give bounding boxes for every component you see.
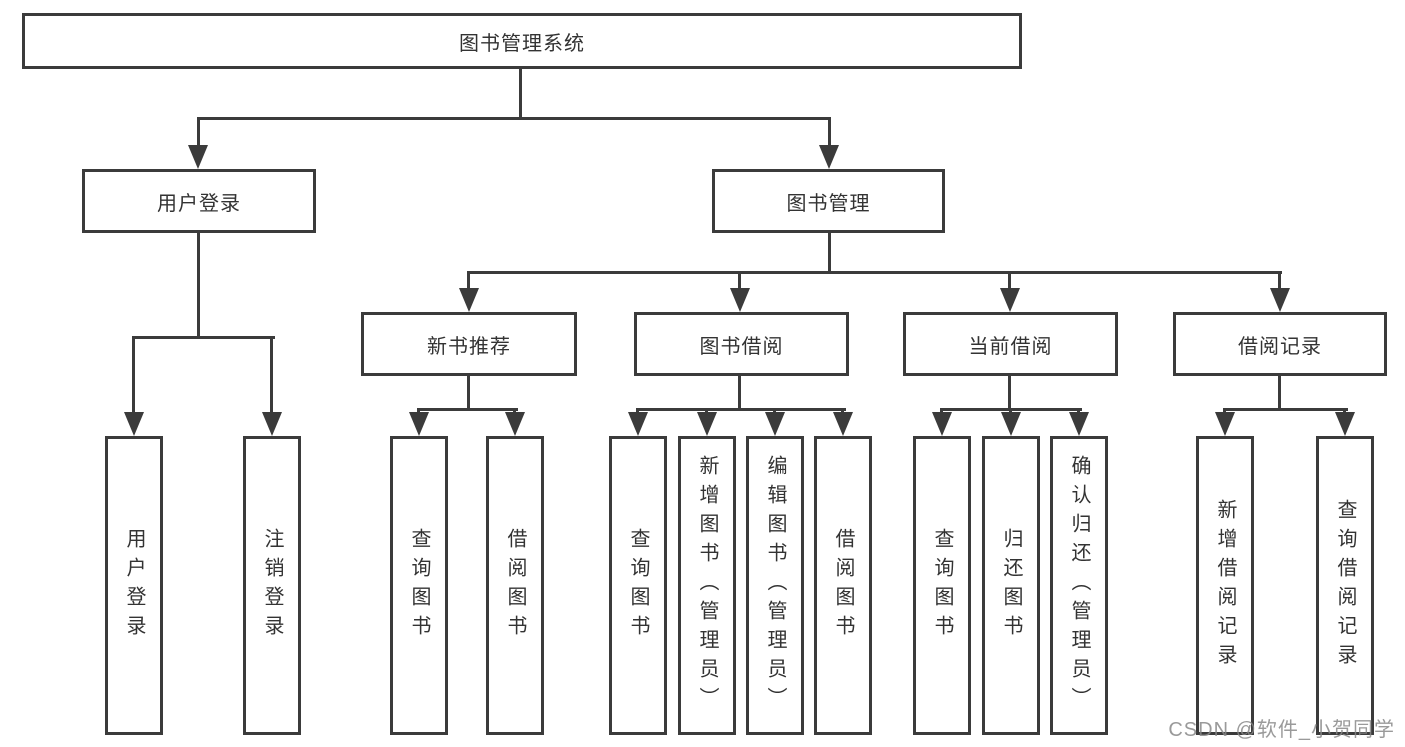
- arrowhead-down-icon: [1335, 412, 1355, 436]
- node-root-label: 图书管理系统: [459, 32, 585, 55]
- arrowhead-down-icon: [1000, 288, 1020, 312]
- leaf-newbook-borrow-label: 借阅图书: [504, 527, 526, 644]
- leaf-current-confirm-admin: 确认归还（管理员）: [1050, 436, 1108, 735]
- node-user-login-label: 用户登录: [157, 192, 241, 215]
- connector-vline: [738, 376, 741, 411]
- node-book-borrow: 图书借阅: [634, 312, 849, 376]
- connector-vline: [1278, 271, 1281, 291]
- connector-vline: [1008, 271, 1011, 291]
- leaf-record-query: 查询借阅记录: [1316, 436, 1374, 735]
- leaf-borrow-add-admin: 新增图书（管理员）: [678, 436, 736, 735]
- connector-hline: [418, 408, 518, 411]
- arrowhead-down-icon: [628, 412, 648, 436]
- leaf-newbook-borrow: 借阅图书: [486, 436, 544, 735]
- arrowhead-down-icon: [697, 412, 717, 436]
- arrowhead-down-icon: [765, 412, 785, 436]
- connector-vline: [519, 69, 522, 119]
- leaf-current-return-label: 归还图书: [1000, 527, 1022, 644]
- arrowhead-down-icon: [459, 288, 479, 312]
- leaf-borrow-add-admin-label: 新增图书（管理员）: [696, 455, 718, 716]
- leaf-borrow-borrow-label: 借阅图书: [832, 527, 854, 644]
- connector-vline: [828, 233, 831, 273]
- connector-hline: [132, 336, 275, 339]
- connector-vline: [1008, 376, 1011, 411]
- connector-vline: [270, 336, 273, 414]
- leaf-current-confirm-admin-label: 确认归还（管理员）: [1068, 455, 1090, 716]
- leaf-current-return: 归还图书: [982, 436, 1040, 735]
- connector-hline: [468, 271, 1282, 274]
- leaf-borrow-edit-admin-label: 编辑图书（管理员）: [764, 455, 786, 716]
- node-new-book-recommend-label: 新书推荐: [427, 335, 511, 358]
- leaf-newbook-query-label: 查询图书: [408, 527, 430, 644]
- arrowhead-down-icon: [730, 288, 750, 312]
- arrowhead-down-icon: [505, 412, 525, 436]
- leaf-user-login-label: 用户登录: [123, 527, 145, 644]
- leaf-borrow-edit-admin: 编辑图书（管理员）: [746, 436, 804, 735]
- connector-hline: [637, 408, 846, 411]
- arrowhead-down-icon: [409, 412, 429, 436]
- arrowhead-down-icon: [819, 145, 839, 169]
- leaf-borrow-borrow: 借阅图书: [814, 436, 872, 735]
- arrowhead-down-icon: [932, 412, 952, 436]
- leaf-user-login: 用户登录: [105, 436, 163, 735]
- leaf-record-query-label: 查询借阅记录: [1334, 498, 1356, 673]
- node-book-management: 图书管理: [712, 169, 945, 233]
- connector-vline: [197, 117, 200, 147]
- connector-vline: [197, 233, 200, 338]
- connector-vline: [467, 376, 470, 411]
- arrowhead-down-icon: [1069, 412, 1089, 436]
- arrowhead-down-icon: [1001, 412, 1021, 436]
- node-book-management-label: 图书管理: [786, 192, 871, 215]
- arrowhead-down-icon: [188, 145, 208, 169]
- leaf-logout-label: 注销登录: [261, 527, 283, 644]
- connector-hline: [1224, 408, 1348, 411]
- node-root: 图书管理系统: [22, 13, 1022, 69]
- leaf-logout: 注销登录: [243, 436, 301, 735]
- connector-vline: [132, 336, 135, 414]
- connector-vline: [828, 117, 831, 147]
- arrowhead-down-icon: [833, 412, 853, 436]
- watermark: CSDN @软件_小贺同学: [1168, 719, 1395, 741]
- node-book-borrow-label: 图书借阅: [699, 335, 784, 358]
- node-borrow-record: 借阅记录: [1173, 312, 1387, 376]
- leaf-current-query: 查询图书: [913, 436, 971, 735]
- arrowhead-down-icon: [262, 412, 282, 436]
- leaf-newbook-query: 查询图书: [390, 436, 448, 735]
- node-new-book-recommend: 新书推荐: [361, 312, 577, 376]
- arrowhead-down-icon: [1215, 412, 1235, 436]
- connector-vline: [1278, 376, 1281, 411]
- node-current-borrow: 当前借阅: [903, 312, 1118, 376]
- node-current-borrow-label: 当前借阅: [968, 335, 1053, 358]
- leaf-borrow-query-label: 查询图书: [627, 527, 649, 644]
- leaf-record-add: 新增借阅记录: [1196, 436, 1254, 735]
- leaf-record-add-label: 新增借阅记录: [1214, 498, 1236, 673]
- arrowhead-down-icon: [1270, 288, 1290, 312]
- connector-vline: [738, 271, 741, 291]
- leaf-borrow-query: 查询图书: [609, 436, 667, 735]
- node-borrow-record-label: 借阅记录: [1238, 335, 1322, 358]
- arrowhead-down-icon: [124, 412, 144, 436]
- connector-hline: [197, 117, 831, 120]
- leaf-current-query-label: 查询图书: [931, 527, 953, 644]
- connector-vline: [467, 271, 470, 291]
- node-user-login: 用户登录: [82, 169, 316, 233]
